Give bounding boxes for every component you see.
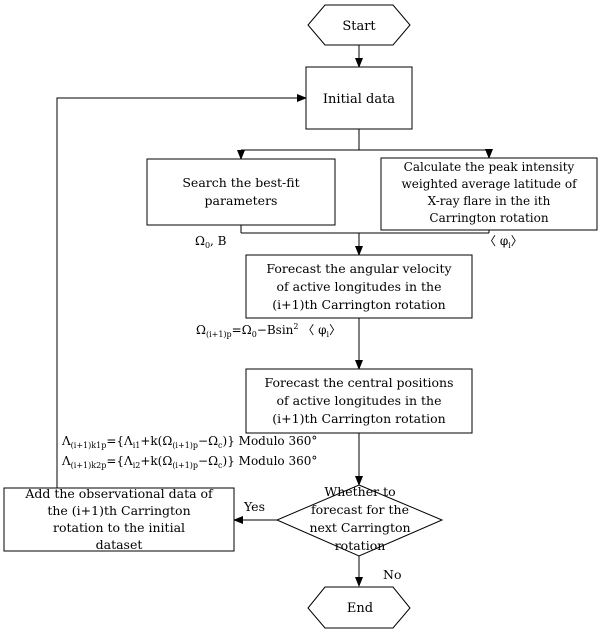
edges	[56, 45, 493, 587]
omega0-b-label: Ω0, B	[195, 234, 227, 250]
search-label-line-2: parameters	[205, 193, 278, 208]
forecast-positions-line-2: of active longitudes in the	[277, 393, 442, 408]
end-label: End	[347, 601, 373, 616]
forecast-velocity-node: Forecast the angular velocity of active …	[245, 254, 473, 319]
forecast-velocity-line-1: Forecast the angular velocity	[266, 261, 452, 276]
initial-data-label: Initial data	[323, 92, 395, 107]
add-obs-line-3: rotation to the initial	[53, 520, 185, 535]
add-obs-line-2: the (i+1)th Carrington	[47, 503, 190, 518]
end-node: End	[307, 586, 411, 629]
add-observational-node: Add the observational data of the (i+1)t…	[3, 486, 235, 552]
decision-line-1: Whether to	[324, 484, 395, 499]
add-obs-line-1: Add the observational data of	[24, 486, 214, 501]
yes-label: Yes	[243, 499, 265, 514]
forecast-velocity-line-2: of active longitudes in the	[277, 279, 442, 294]
lambda2-formula: Λ(i+1)k2p={Λi2+k(Ω(i+1)p−Ωc)} Modulo 360…	[61, 454, 317, 470]
search-label-line-1: Search the best-fit	[182, 175, 299, 190]
initial-data-node: Initial data	[305, 66, 413, 130]
decision-node: Whether to forecast for the next Carring…	[275, 484, 444, 557]
calc-label-line-3: X-ray flare in the ith	[428, 194, 551, 208]
start-node: Start	[307, 4, 411, 46]
calc-label-line-4: Carrington rotation	[429, 211, 548, 225]
calc-label-line-1: Calculate the peak intensity	[404, 160, 575, 174]
search-node: Search the best-fit parameters	[146, 158, 336, 226]
decision-line-4: rotation	[335, 538, 386, 553]
edge-add-loop	[56, 94, 307, 488]
forecast-positions-line-1: Forecast the central positions	[264, 375, 453, 390]
decision-line-3: next Carrington	[309, 520, 410, 535]
forecast-positions-node: Forecast the central positions of active…	[245, 368, 473, 434]
omega-formula-label: Ω(i+1)p=Ω0−Bsin2 〈 φi〉	[196, 322, 341, 339]
lambda1-formula: Λ(i+1)k1p={Λi1+k(Ω(i+1)p−Ωc)} Modulo 360…	[61, 434, 317, 450]
add-obs-line-4: dataset	[96, 537, 143, 552]
start-label: Start	[342, 19, 376, 34]
no-label: No	[383, 567, 401, 582]
decision-line-2: forecast for the	[311, 502, 409, 517]
calc-label-line-2: weighted average latitude of	[401, 177, 578, 191]
forecast-velocity-line-3: (i+1)th Carrington rotation	[272, 297, 445, 312]
phi-i-label: 〈 φi〉	[484, 234, 523, 250]
forecast-positions-line-3: (i+1)th Carrington rotation	[272, 411, 445, 426]
calc-node: Calculate the peak intensity weighted av…	[380, 157, 598, 231]
